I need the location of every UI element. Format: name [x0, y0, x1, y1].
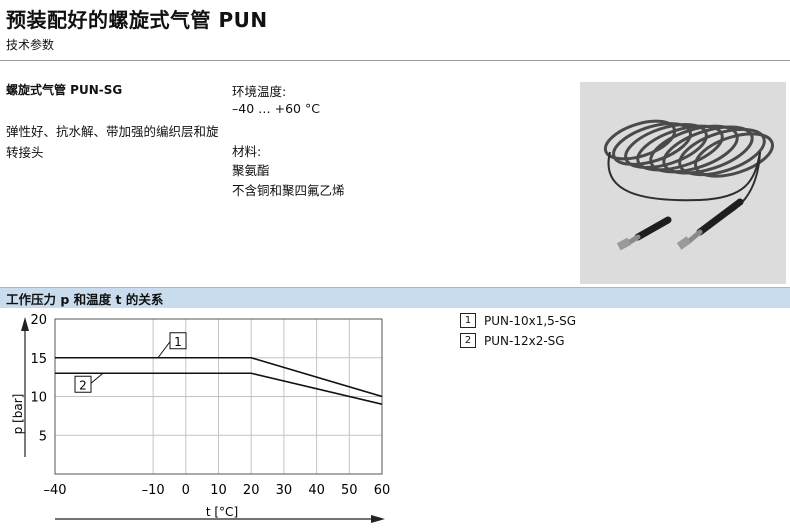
x-tick-label: –10 [142, 483, 165, 498]
legend-item-1: 1 PUN-10x1,5-SG [460, 313, 576, 328]
coiled-air-hose-photo [603, 119, 774, 251]
legend-number-1: 1 [460, 313, 476, 328]
x-tick-label: 40 [308, 483, 325, 498]
callout-leader-2 [90, 372, 104, 384]
y-axis-arrowhead [21, 317, 29, 331]
callout-number-2: 2 [79, 378, 87, 392]
chart-grid [54, 318, 383, 474]
y-tick-label: 5 [39, 429, 47, 444]
y-tick-label: 15 [30, 352, 47, 367]
product-features: 弹性好、抗水解、带加强的编织层和旋转接头 [6, 124, 219, 160]
x-tick-label: 20 [243, 483, 260, 498]
callout-leader-1 [157, 341, 171, 359]
legend-label-1: PUN-10x1,5-SG [484, 313, 577, 328]
page-title: 预装配好的螺旋式气管 PUN [6, 8, 268, 32]
product-name: 螺旋式气管 PUN-SG [6, 83, 123, 97]
x-axis-label: t [°C] [206, 505, 238, 519]
material-value-2: 不含铜和聚四氟乙烯 [232, 183, 345, 198]
page-subtitle: 技术参数 [6, 38, 55, 52]
x-tick-label: 30 [276, 483, 293, 498]
x-tick-label: 60 [374, 483, 391, 498]
series-line-1 [55, 356, 383, 398]
y-axis-label: p [bar] [11, 394, 25, 435]
legend-label-2: PUN-12x2-SG [484, 333, 565, 348]
y-tick-label: 10 [30, 391, 47, 406]
series-callouts: 12 [74, 332, 187, 393]
x-tick-label: 50 [341, 483, 358, 498]
x-tick-label: –40 [43, 483, 66, 498]
callout-box-2 [74, 375, 92, 393]
header-divider [0, 60, 790, 61]
product-photo [580, 82, 786, 284]
x-axis-arrowhead [371, 515, 385, 523]
callout-box-1 [169, 332, 187, 350]
y-tick-labels: 20 15 10 5 [30, 313, 47, 444]
legend-item-2: 2 PUN-12x2-SG [460, 333, 565, 348]
x-tick-labels: –40 –10 0 10 20 30 40 50 60 [43, 483, 390, 498]
legend-number-2: 2 [460, 333, 476, 348]
section-header-bar [0, 287, 790, 308]
material-label: 材料: [232, 144, 262, 159]
temperature-value: –40 … +60 °C [232, 101, 320, 116]
y-tick-label: 20 [30, 313, 47, 328]
x-tick-label: 0 [182, 483, 190, 498]
chart-series [55, 356, 383, 406]
temperature-label: 环境温度: [232, 84, 287, 99]
x-tick-label: 10 [210, 483, 227, 498]
section-title: 工作压力 p 和温度 t 的关系 [6, 292, 164, 307]
series-line-2 [55, 372, 383, 406]
material-value-1: 聚氨酯 [232, 163, 270, 178]
callout-number-1: 1 [174, 335, 182, 349]
